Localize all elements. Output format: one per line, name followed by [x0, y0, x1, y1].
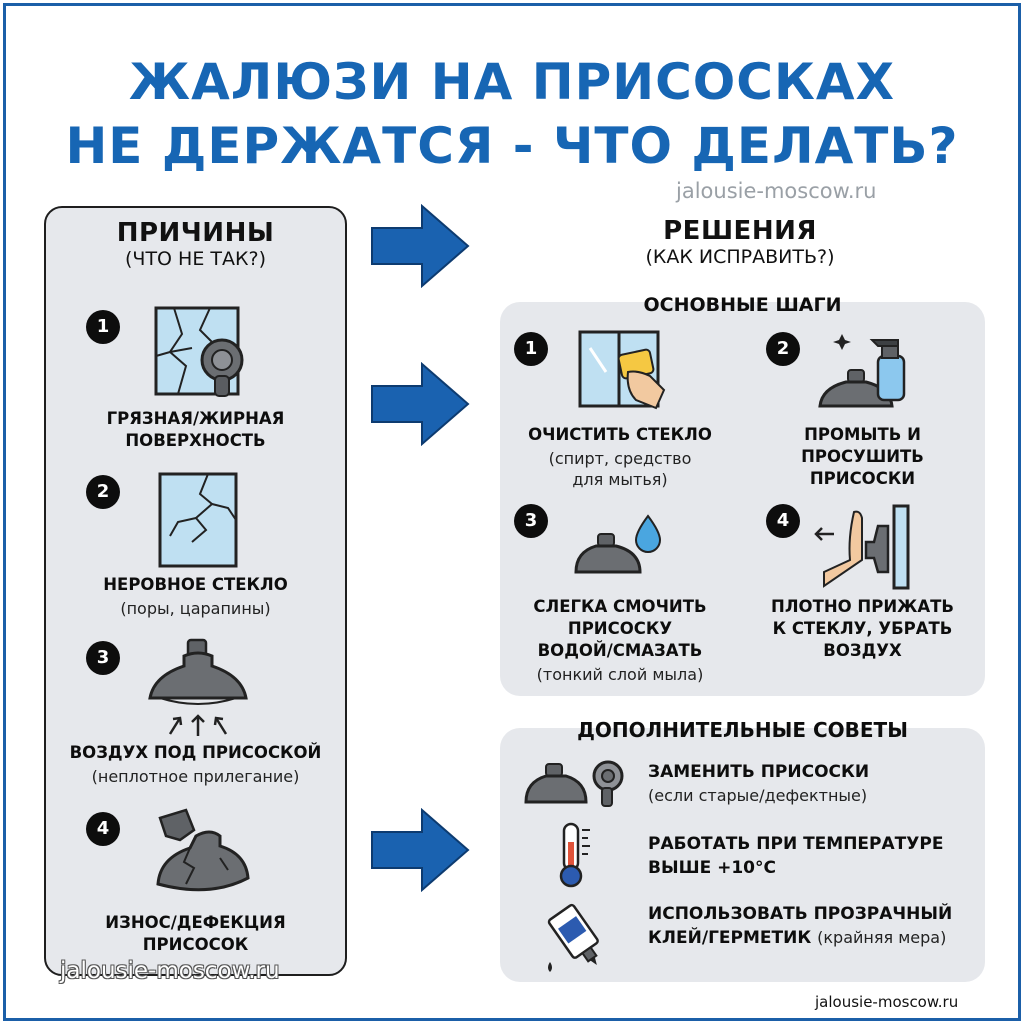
spray-bottle-icon	[818, 334, 906, 408]
broken-suction-cup-icon	[156, 808, 250, 892]
suction-cup-air-icon	[148, 638, 248, 736]
extra-tips-title: ДОПОЛНИТЕЛЬНЫЕ СОВЕТЫ	[577, 718, 908, 742]
cause-3-number: 3	[86, 641, 120, 675]
tip-2-line-2: ВЫШЕ +10°С	[648, 858, 776, 878]
step-3-note: (тонкий слой мыла)	[536, 665, 704, 684]
cause-1-line-1: ГРЯЗНАЯ/ЖИРНАЯ	[106, 409, 285, 428]
cracked-glass-icon	[158, 472, 238, 568]
cause-4-line-2: ПРИСОСОК	[142, 935, 249, 954]
extra-tips-panel: ДОПОЛНИТЕЛЬНЫЕ СОВЕТЫ ЗАМЕНИТЬ ПРИСОСКИ …	[500, 718, 985, 982]
step-2-title: ПРОМЫТЬ И ПРОСУШИТЬ ПРИСОСКИ	[740, 424, 985, 490]
glue-tube-icon	[547, 903, 599, 972]
cause-4-line-1: ИЗНОС/ДЕФЕКЦИЯ	[105, 913, 286, 932]
title-line-2: НЕ ДЕРЖАТСЯ - ЧТО ДЕЛАТЬ?	[65, 117, 959, 175]
solutions-heading: РЕШЕНИЯ	[663, 216, 817, 246]
arrow-right-icon	[371, 204, 470, 288]
step-4-line-3: ВОЗДУХ	[823, 641, 902, 660]
cause-2-note: (поры, царапины)	[120, 599, 271, 618]
press-hand-icon	[814, 504, 910, 590]
watermark-bottom-right: jalousie-moscow.ru	[815, 993, 959, 1011]
step-4-number: 4	[766, 504, 800, 538]
step-4-title: ПЛОТНО ПРИЖАТЬ К СТЕКЛУ, УБРАТЬ ВОЗДУХ	[740, 596, 985, 662]
cause-2-number: 2	[86, 475, 120, 509]
tip-2-line-1: РАБОТАТЬ ПРИ ТЕМПЕРАТУРЕ	[648, 834, 944, 854]
cause-2-title: НЕРОВНОЕ СТЕКЛО	[103, 575, 288, 594]
cause-1-title: ГРЯЗНАЯ/ЖИРНАЯ ПОВЕРХНОСТЬ	[46, 408, 345, 452]
tip-1-title: ЗАМЕНИТЬ ПРИСОСКИ	[648, 762, 870, 782]
tip-3-text: ИСПОЛЬЗОВАТЬ ПРОЗРАЧНЫЙ КЛЕЙ/ГЕРМЕТИК (к…	[648, 902, 952, 950]
main-steps-title: ОСНОВНЫЕ ШАГИ	[643, 294, 842, 316]
step-3-line-1: СЛЕГКА СМОЧИТЬ	[533, 597, 707, 616]
tip-2-text: РАБОТАТЬ ПРИ ТЕМПЕРАТУРЕ ВЫШЕ +10°С	[648, 832, 943, 880]
cause-3-title: ВОЗДУХ ПОД ПРИСОСКОЙ	[69, 743, 322, 762]
step-3-line-3: ВОДОЙ/СМАЗАТЬ	[537, 641, 703, 660]
step-1-note-1: (спирт, средство	[548, 449, 692, 468]
solutions-header: РЕШЕНИЯ (КАК ИСПРАВИТЬ?)	[540, 216, 940, 268]
page-border	[3, 3, 1021, 1021]
causes-panel: ПРИЧИНЫ (ЧТО НЕ ТАК?) 1 ГРЯЗНАЯ/ЖИРНАЯ П…	[44, 206, 347, 976]
cause-1-number: 1	[86, 310, 120, 344]
cause-4-title: ИЗНОС/ДЕФЕКЦИЯ ПРИСОСОК	[46, 912, 345, 956]
title-line-1: ЖАЛЮЗИ НА ПРИСОСКАХ	[128, 53, 896, 111]
tip-3-note: (крайняя мера)	[817, 928, 947, 947]
cause-1-line-2: ПОВЕРХНОСТЬ	[125, 431, 266, 450]
water-drop-suction-icon	[574, 514, 662, 574]
step-1-note-2: для мытья)	[572, 470, 668, 489]
cause-4-number: 4	[86, 812, 120, 846]
tip-1-text: ЗАМЕНИТЬ ПРИСОСКИ (если старые/дефектные…	[648, 760, 869, 808]
arrow-right-icon	[371, 362, 470, 446]
page-title: ЖАЛЮЗИ НА ПРИСОСКАХ НЕ ДЕРЖАТСЯ - ЧТО ДЕ…	[0, 50, 1024, 178]
step-1-number: 1	[514, 332, 548, 366]
step-2-line-3: ПРИСОСКИ	[809, 469, 916, 488]
step-1-title: ОЧИСТИТЬ СТЕКЛО	[528, 425, 712, 444]
causes-header: ПРИЧИНЫ (ЧТО НЕ ТАК?)	[46, 218, 345, 270]
watermark-top: jalousie-moscow.ru	[676, 179, 877, 203]
cause-3-note: (неплотное прилегание)	[91, 767, 300, 786]
tip-1-note: (если старые/дефектные)	[648, 786, 868, 805]
main-steps-panel: ОСНОВНЫЕ ШАГИ 1 ОЧИСТИТЬ СТЕКЛО (спирт, …	[500, 294, 985, 696]
causes-heading: ПРИЧИНЫ	[116, 218, 275, 248]
step-2-number: 2	[766, 332, 800, 366]
replace-suction-icon	[524, 760, 624, 807]
step-2-line-1: ПРОМЫТЬ И	[804, 425, 921, 444]
step-4-line-1: ПЛОТНО ПРИЖАТЬ	[771, 597, 954, 616]
step-3-title: СЛЕГКА СМОЧИТЬ ПРИСОСКУ ВОДОЙ/СМАЗАТЬ	[500, 596, 740, 662]
causes-subheading: (ЧТО НЕ ТАК?)	[125, 248, 266, 270]
dirty-glass-suction-icon	[154, 306, 244, 397]
watermark-bottom-left: jalousie-moscow.ru	[60, 958, 280, 984]
step-4-line-2: К СТЕКЛУ, УБРАТЬ	[772, 619, 953, 638]
tip-3-line-1: ИСПОЛЬЗОВАТЬ ПРОЗРАЧНЫЙ	[648, 904, 953, 924]
clean-window-icon	[578, 330, 666, 410]
step-3-line-2: ПРИСОСКУ	[567, 619, 673, 638]
solutions-subheading: (КАК ИСПРАВИТЬ?)	[645, 246, 835, 268]
thermometer-icon	[559, 822, 590, 888]
arrow-right-icon	[371, 808, 470, 892]
step-2-line-2: ПРОСУШИТЬ	[801, 447, 924, 466]
step-3-number: 3	[514, 504, 548, 538]
tip-3-line-2: КЛЕЙ/ГЕРМЕТИК	[648, 928, 812, 948]
step-1-note: (спирт, средство для мытья)	[500, 448, 740, 490]
